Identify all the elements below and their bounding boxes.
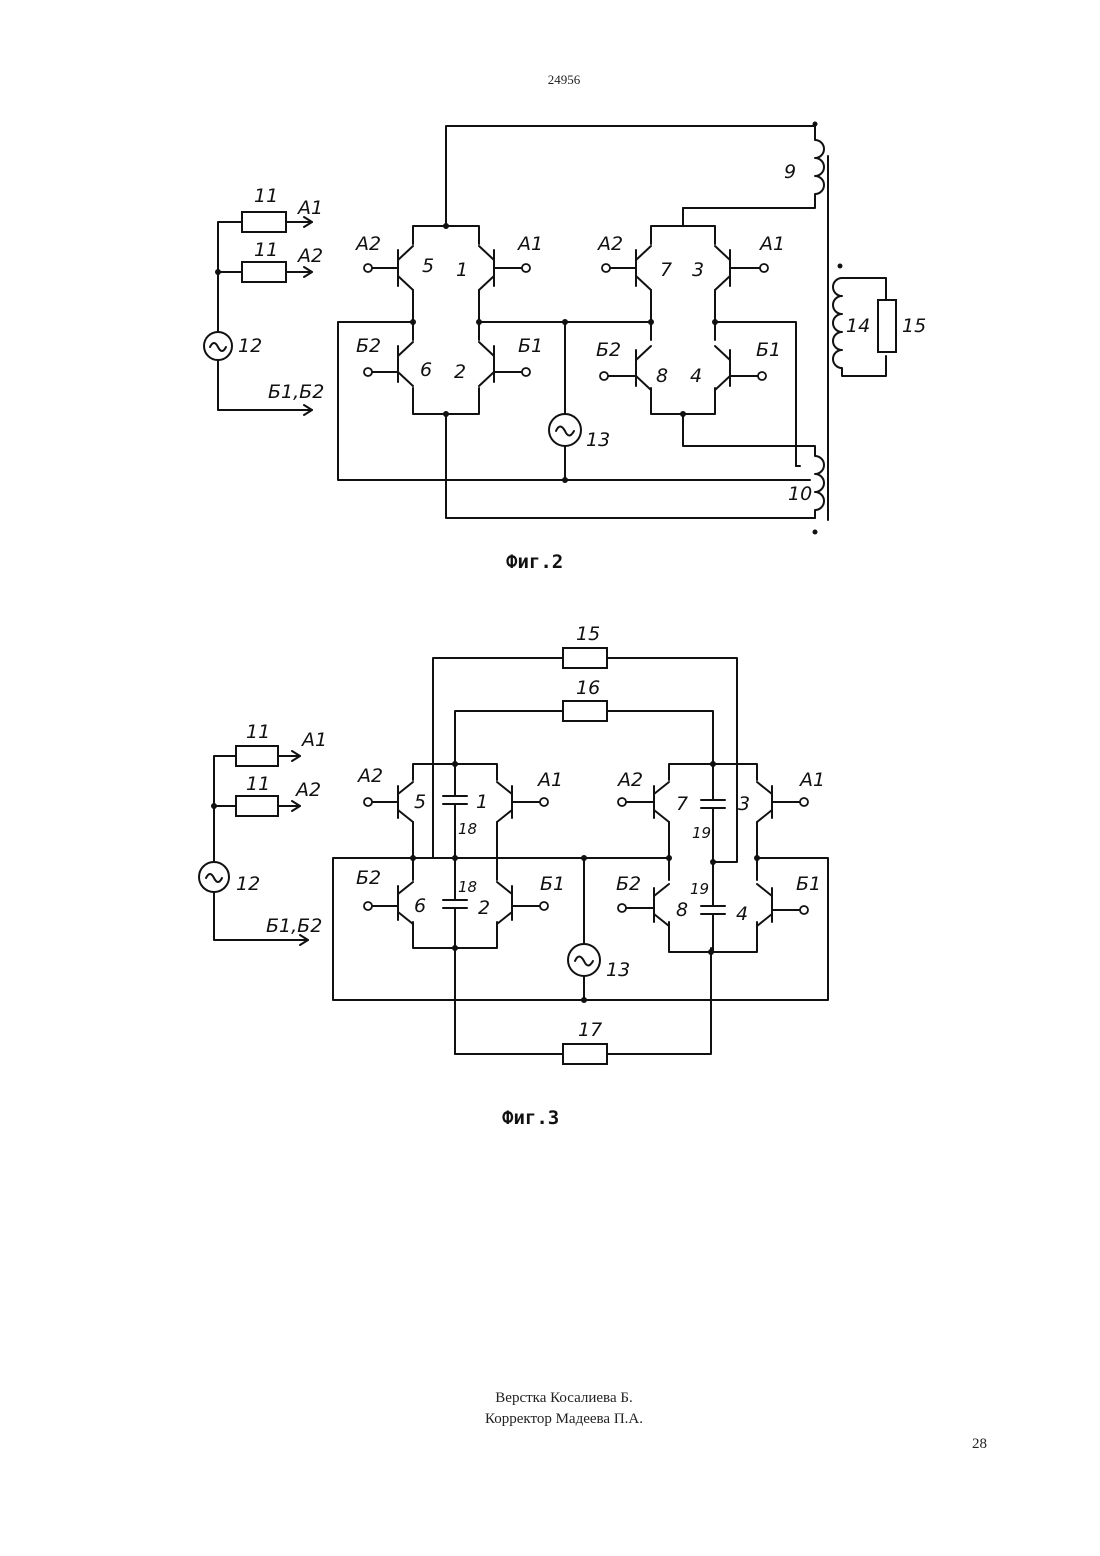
fig2-label-t3: 3: [692, 259, 704, 281]
fig3-resistor-16: [563, 701, 607, 721]
fig2-label-13: 13: [586, 429, 610, 451]
fig3-label-t6: 6: [414, 895, 426, 917]
fig3-label-t8-b2: Б2: [616, 873, 641, 895]
fig2-label-t7: 7: [660, 259, 672, 281]
fig2-label-t5: 5: [422, 255, 434, 277]
fig3-resistor-17: [563, 1044, 607, 1064]
fig2-source-13: [479, 319, 651, 483]
fig3-label-t3-a1: A1: [798, 769, 825, 791]
fig2-resistor-15: [878, 300, 896, 352]
fig2-label-t1-a1: A1: [516, 233, 543, 255]
fig2-label-t5-a2: A2: [354, 233, 381, 255]
fig3-label-t8: 8: [676, 899, 688, 921]
fig3-label-12: 12: [236, 873, 260, 895]
fig3-label-t7-a2: A2: [616, 769, 643, 791]
fig3-label-t7: 7: [676, 793, 688, 815]
fig2-label-t4-b1: Б1: [756, 339, 781, 361]
fig3-label-b1b2: Б1,Б2: [266, 915, 322, 937]
fig2-label-t6-b2: Б2: [356, 335, 381, 357]
fig2-label-15: 15: [902, 315, 926, 337]
fig3-label-c18b: 18: [458, 878, 477, 896]
fig2-resistor-11a: [242, 212, 286, 232]
fig2-label-b1b2: Б1,Б2: [268, 381, 324, 403]
page-number: 28: [972, 1436, 987, 1453]
fig3-label-t2-b1: Б1: [540, 873, 565, 895]
fig3-label-c19a: 19: [692, 824, 711, 842]
fig3-label-t1-a1: A1: [536, 769, 563, 791]
fig2-label-t6: 6: [420, 359, 432, 381]
fig2-caption: Фиг.2: [506, 551, 563, 573]
fig2-label-14: 14: [846, 315, 870, 337]
fig2-label-11b: 11: [254, 239, 278, 261]
fig2-resistor-11b: [242, 262, 286, 282]
fig3-label-15: 15: [576, 623, 600, 645]
fig2-label-12: 12: [238, 335, 262, 357]
fig3-label-t1: 1: [476, 791, 488, 813]
fig3-resistor-11b: [236, 796, 278, 816]
credits: Верстка Косалиева Б. Корректор Мадеева П…: [0, 1388, 1100, 1430]
fig3-label-t5-a2: A2: [356, 765, 383, 787]
fig3-label-t2: 2: [478, 897, 490, 919]
fig2-label-t2: 2: [454, 361, 466, 383]
fig3-label-11a: 11: [246, 721, 270, 743]
fig3-label-t4: 4: [736, 903, 748, 925]
fig2-label-t8-b2: Б2: [596, 339, 621, 361]
fig3-resistor-11a: [236, 746, 278, 766]
fig3-label-c19b: 19: [690, 880, 709, 898]
credits-proofreader: Корректор Мадеева П.А.: [0, 1409, 1100, 1430]
credits-layout: Верстка Косалиева Б.: [0, 1388, 1100, 1409]
fig3-source-13: [497, 855, 669, 1003]
fig2-label-t4: 4: [690, 365, 702, 387]
fig3-label-11b: 11: [246, 773, 270, 795]
fig3-label-a2: A2: [294, 779, 321, 801]
fig2-label-t2-b1: Б1: [518, 335, 543, 357]
fig3-label-t4-b1: Б1: [796, 873, 821, 895]
fig3-label-t3: 3: [738, 793, 750, 815]
fig3-label-13: 13: [606, 959, 630, 981]
fig2-label-t7-a2: A2: [596, 233, 623, 255]
fig2-label-t8: 8: [656, 365, 668, 387]
fig3-label-a1: A1: [300, 729, 327, 751]
fig3-label-t6-b2: Б2: [356, 867, 381, 889]
fig2-label-t1: 1: [456, 259, 468, 281]
fig2-label-9: 9: [784, 161, 796, 183]
fig2-label-t3-a1: A1: [758, 233, 785, 255]
fig3-label-t5: 5: [414, 791, 426, 813]
fig3-resistor-15: [563, 648, 607, 668]
fig3-label-c18a: 18: [458, 820, 477, 838]
fig2-label-11a: 11: [254, 185, 278, 207]
fig3-label-17: 17: [578, 1019, 602, 1041]
fig2-label-a2: A2: [296, 245, 323, 267]
fig2-label-10: 10: [788, 483, 812, 505]
fig3-label-16: 16: [576, 677, 600, 699]
fig2-label-a1: A1: [296, 197, 323, 219]
fig3-caption: Фиг.3: [502, 1107, 559, 1129]
